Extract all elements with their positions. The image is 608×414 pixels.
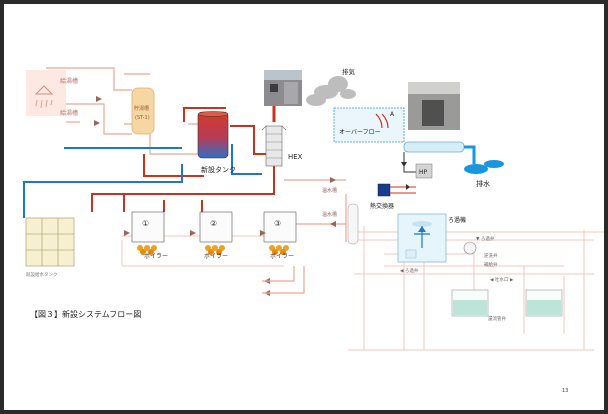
label-overflow-marker: A: [390, 111, 395, 118]
label-boiler-2-num: ②: [210, 219, 217, 228]
cold-water-pipes: [23, 144, 262, 218]
boiler-3: [263, 211, 297, 255]
strainer-unit: [347, 203, 359, 245]
label-storage-tank: 貯湯槽: [134, 105, 149, 112]
boiler-return-arrows: [124, 230, 270, 296]
overflow-photo: [408, 82, 460, 130]
label-boiler-1-num: ①: [142, 219, 149, 228]
bath-right: [525, 289, 563, 317]
label-warm-return-lower: 温水槽: [322, 211, 337, 218]
supply-water-tank: [25, 217, 75, 267]
label-kyutou-lower: 給湯槽: [60, 109, 78, 117]
label-supply-valve: 補給弁: [484, 261, 498, 268]
overflow-box: [333, 107, 405, 143]
heat-exchanger-unit: [377, 183, 416, 197]
label-boiler-3: ボイラー: [270, 252, 294, 260]
hp-unit: [401, 152, 433, 179]
storage-tank: [131, 87, 155, 135]
slide: 給湯槽 給湯槽 貯湯槽 (ST-1) 新設タンク: [4, 4, 604, 410]
label-warm-return-upper: 温水槽: [322, 187, 337, 194]
kyutou-shower-icon: [26, 70, 66, 116]
new-tank: [197, 111, 229, 159]
system-flow-diagram: 給湯槽 給湯槽 貯湯槽 (ST-1) 新設タンク: [23, 67, 604, 351]
boiler-2: [199, 211, 233, 255]
drain-puddle-icon: [464, 160, 504, 174]
bath-left: [451, 289, 489, 317]
label-drain-valve: ◀ 吐水口 ▶: [490, 276, 514, 283]
label-hp: HP: [419, 169, 428, 176]
label-boiler-3-num: ③: [274, 219, 281, 228]
figure-caption: 【図３】新設システムフロー図: [30, 310, 142, 319]
page-number: 13: [562, 388, 569, 394]
boiler-return-pipes: [262, 266, 305, 294]
building-photo: [264, 70, 302, 106]
label-recirc-valve: 還流管弁: [488, 315, 506, 322]
label-new-tank: 新設タンク: [201, 165, 236, 174]
label-boiler-2: ボイラー: [204, 252, 228, 260]
hex-exchanger: [261, 125, 287, 167]
label-filtered-valve: ◀ ろ過弁: [400, 267, 419, 274]
label-exhaust: 排気: [342, 67, 356, 76]
label-drain: 排水: [476, 179, 490, 188]
label-hex: HEX: [288, 153, 303, 161]
label-backwash-valve: 逆洗弁: [484, 252, 498, 259]
label-supply-tank: 既設給水タンク: [26, 271, 58, 278]
supply-arrows: [94, 96, 102, 126]
label-filter: ろ過機: [448, 216, 466, 224]
filter-unit: [397, 213, 447, 263]
label-overflow: オーバーフロー: [339, 129, 381, 136]
label-filter-valve-tr: ▼ ろ過弁: [476, 235, 495, 242]
return-arrows: [330, 177, 336, 227]
hot-water-pipes: [91, 107, 275, 212]
label-storage-tank-id: (ST-1): [135, 115, 150, 121]
label-boiler-1: ボイラー: [144, 252, 168, 260]
background-pipe-network: [121, 226, 604, 351]
exhaust-cloud-icon: [306, 76, 356, 106]
filter-pump: [463, 241, 477, 255]
drain-header: [403, 141, 476, 164]
label-kyutou-upper: 給湯槽: [60, 77, 78, 85]
label-heat-exchanger: 熱交換器: [370, 202, 394, 210]
boiler-1: [131, 211, 165, 255]
